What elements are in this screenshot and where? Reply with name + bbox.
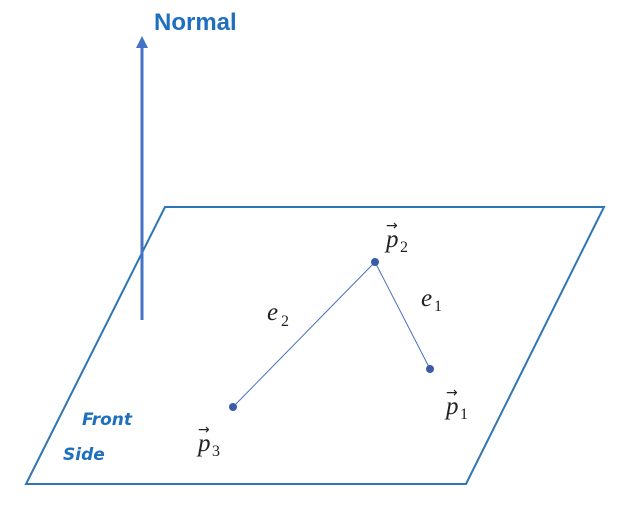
- label-p3-sub: 3: [212, 443, 220, 460]
- label-e2-base: e: [267, 299, 278, 326]
- normal-label: Normal: [154, 9, 237, 36]
- plane-parallelogram: [24, 206, 606, 485]
- point-p2: [371, 258, 379, 266]
- label-p2-base: p: [384, 226, 399, 253]
- front-label: Front: [82, 410, 133, 430]
- label-p1-base: p: [444, 393, 459, 420]
- label-p1-sub: 1: [460, 406, 468, 423]
- label-p2: → p 2: [384, 218, 408, 256]
- edge-e2-line: [232, 261, 376, 408]
- normal-arrowhead: [136, 36, 148, 48]
- edge-e1-line: [374, 261, 431, 370]
- label-e1-base: e: [421, 285, 432, 312]
- label-p2-sub: 2: [400, 239, 408, 256]
- label-p3-base: p: [196, 430, 211, 457]
- vector-arrow: →: [386, 218, 398, 234]
- side-label: Side: [63, 445, 105, 465]
- label-e2: e 2: [267, 299, 289, 330]
- label-e1-sub: 1: [434, 298, 442, 315]
- label-e2-sub: 2: [281, 313, 289, 330]
- vector-arrow: →: [446, 385, 458, 401]
- label-p1: → p 1: [444, 385, 468, 423]
- point-p1: [426, 365, 434, 373]
- label-p3: → p 3: [196, 422, 220, 460]
- label-e1: e 1: [421, 285, 442, 315]
- vector-arrow: →: [198, 422, 210, 438]
- point-p3: [229, 403, 237, 411]
